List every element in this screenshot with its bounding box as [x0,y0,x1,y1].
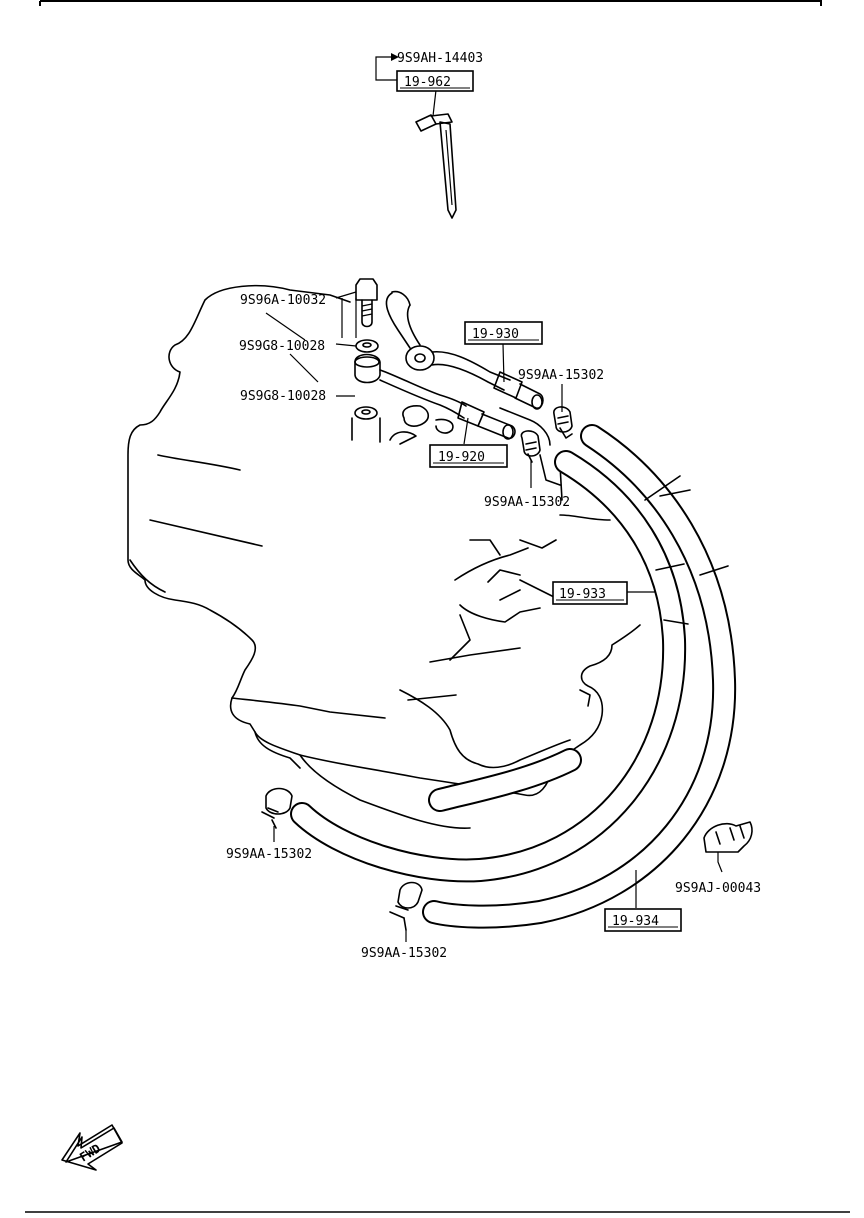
ref-label-r3: 19-920 [438,450,485,465]
banjo-fitting [354,353,381,384]
part-number-p7: 9S9AA-15302 [226,847,312,862]
pipe-19-930 [385,292,551,446]
part-number-p4: 9S9G8-10028 [240,389,326,404]
ref-box-r4: 19-933 [552,581,628,605]
hose-lower-return [428,748,582,812]
hose-clamp-lower-left [261,787,293,829]
leader-lines [265,291,723,942]
part-number-p5: 9S9AA-15302 [518,368,604,383]
pipe-19-920 [379,369,516,440]
hose-clamp-upper-mid [520,430,541,463]
leader-r1 [432,89,437,117]
part-number-p1: 9S9AH-14403 [397,51,483,66]
part-number-p2: 9S96A-10032 [240,293,326,308]
hose-clamp-lower-mid [389,881,423,931]
hose-clamp-upper-right [553,406,573,439]
hose-19-933-inner [290,450,689,883]
ref-label-r5: 19-934 [612,914,659,929]
dipstick-part [415,113,457,219]
ref-box-r3: 19-920 [429,444,508,468]
part-number-p3: 9S9G8-10028 [239,339,325,354]
ref-box-r1: 19-962 [396,70,474,92]
bolt-part [355,278,378,328]
washer-2 [354,406,378,420]
part-number-p9: 9S9AJ-00043 [675,881,761,896]
leader-p1 [375,56,397,81]
arrow-p1 [391,53,399,61]
ref-label-r4: 19-933 [559,587,606,602]
ref-box-r2: 19-930 [464,321,543,345]
washer-1 [355,339,379,353]
part-number-p6: 9S9AA-15302 [484,495,570,510]
ref-box-r5: 19-934 [604,908,682,932]
ref-label-r1: 19-962 [404,75,451,90]
hose-retainer-clip [703,821,753,853]
ref-label-r2: 19-930 [472,327,519,342]
hose-19-934-outer [422,424,737,929]
fwd-arrow-icon: FWD [61,1124,123,1171]
transmission-outline [127,284,641,829]
part-number-p8: 9S9AA-15302 [361,946,447,961]
